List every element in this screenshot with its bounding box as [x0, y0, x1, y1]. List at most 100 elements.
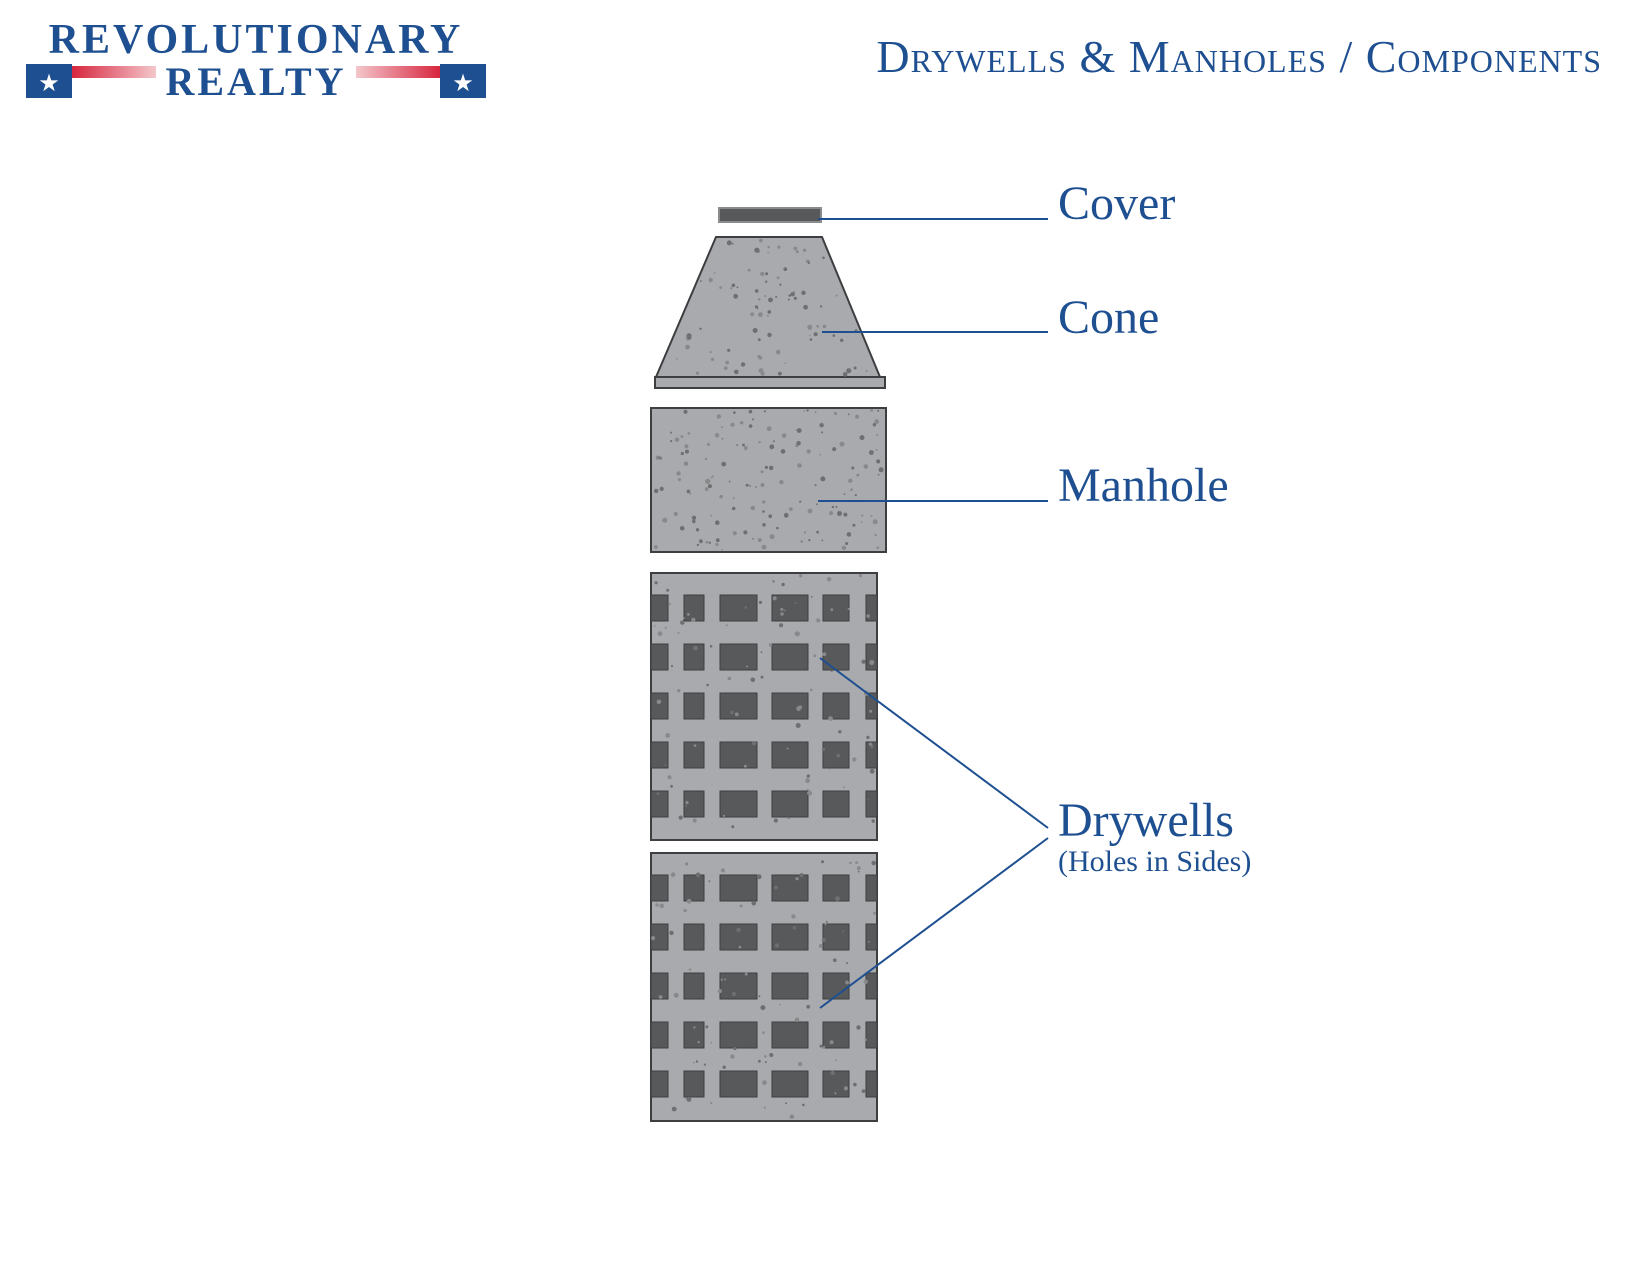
concrete-speckle [731, 283, 736, 288]
concrete-speckle [795, 723, 801, 728]
concrete-speckle [784, 362, 787, 365]
concrete-speckle [788, 294, 791, 297]
cover-label: Cover [1058, 177, 1176, 230]
concrete-speckle [680, 435, 684, 438]
concrete-speckle [670, 665, 674, 668]
concrete-speckle [816, 325, 819, 328]
concrete-speckle [707, 443, 710, 446]
concrete-speckle [835, 505, 838, 508]
concrete-speckle [767, 332, 772, 338]
concrete-speckle [736, 927, 741, 933]
concrete-speckle [833, 411, 838, 415]
concrete-speckle [853, 366, 857, 370]
concrete-speckle [799, 574, 803, 578]
concrete-speckle [705, 540, 709, 544]
concrete-speckle [856, 473, 860, 477]
concrete-speckle [798, 1061, 803, 1067]
drywell-hole [650, 692, 669, 720]
concrete-speckle [763, 410, 767, 413]
concrete-speckle [855, 861, 858, 864]
concrete-speckle [796, 441, 801, 446]
drywell-hole [719, 874, 758, 902]
concrete-speckle [768, 297, 773, 303]
drywell-hole [650, 874, 669, 902]
concrete-speckle [699, 327, 702, 330]
concrete-speckle [734, 712, 739, 717]
concrete-speckle [813, 332, 818, 337]
drywell-hole [650, 1021, 669, 1049]
concrete-speckle [851, 466, 855, 470]
concrete-speckle [826, 577, 832, 582]
concrete-speckle [762, 510, 765, 513]
concrete-speckle [852, 523, 856, 527]
drywell-hole [865, 692, 878, 720]
concrete-speckle [867, 940, 870, 943]
concrete-speckle [848, 478, 853, 483]
concrete-speckle [866, 614, 870, 618]
concrete-speckle [831, 505, 835, 509]
concrete-speckle [876, 546, 880, 549]
concrete-speckle [653, 625, 656, 627]
concrete-speckle [816, 503, 818, 506]
concrete-speckle [841, 545, 847, 550]
concrete-speckle [744, 972, 748, 976]
concrete-speckle [695, 1060, 699, 1063]
concrete-speckle [709, 645, 713, 648]
drywell-hole [650, 972, 669, 1000]
concrete-speckle [710, 476, 713, 479]
concrete-speckle [657, 631, 663, 637]
concrete-speckle [775, 295, 778, 298]
concrete-speckle [713, 272, 716, 274]
concrete-speckle [793, 246, 798, 251]
concrete-speckle [707, 484, 712, 489]
concrete-speckle [664, 764, 667, 766]
concrete-speckle [877, 409, 880, 412]
concrete-speckle [705, 478, 711, 484]
concrete-speckle [684, 444, 689, 449]
concrete-speckle [658, 995, 663, 999]
concrete-speckle [670, 872, 676, 877]
concrete-speckle [676, 358, 678, 360]
concrete-speckle [685, 1097, 687, 1100]
concrete-speckle [659, 486, 664, 491]
concrete-speckle [845, 542, 849, 545]
concrete-speckle [772, 580, 775, 583]
concrete-speckle [773, 818, 779, 823]
concrete-speckle [835, 294, 838, 297]
concrete-speckle [842, 930, 845, 933]
concrete-speckle [739, 904, 743, 908]
concrete-speckle [785, 1102, 788, 1105]
concrete-speckle [764, 1055, 767, 1058]
concrete-speckle [814, 411, 817, 413]
drywell-hole [683, 923, 705, 951]
concrete-speckle [814, 484, 817, 487]
concrete-speckle [695, 872, 701, 878]
concrete-speckle [696, 543, 700, 547]
concrete-speckle [808, 539, 811, 542]
concrete-speckle [708, 880, 711, 883]
concrete-speckle [828, 767, 831, 770]
concrete-speckle [731, 825, 735, 829]
concrete-speckle [875, 449, 878, 451]
drywell-hole [683, 972, 705, 1000]
concrete-speckle [693, 1026, 696, 1029]
concrete-speckle [865, 369, 868, 372]
concrete-speckle [715, 538, 720, 543]
concrete-speckle [697, 1040, 700, 1044]
concrete-speckle [783, 609, 786, 612]
concrete-speckle [689, 492, 692, 495]
drywell-hole [650, 923, 669, 951]
concrete-speckle [682, 617, 685, 619]
drywell-hole [822, 643, 850, 671]
concrete-speckle [800, 540, 803, 543]
concrete-speckle [795, 877, 799, 881]
concrete-speckle [842, 786, 845, 789]
concrete-speckle [833, 958, 837, 962]
drywell-hole [771, 741, 809, 769]
concrete-speckle [700, 280, 702, 282]
drywell-hole [683, 1021, 705, 1049]
concrete-speckle [809, 334, 811, 337]
concrete-speckle [855, 414, 860, 419]
concrete-speckle [724, 978, 727, 981]
concrete-speckle [742, 443, 745, 447]
